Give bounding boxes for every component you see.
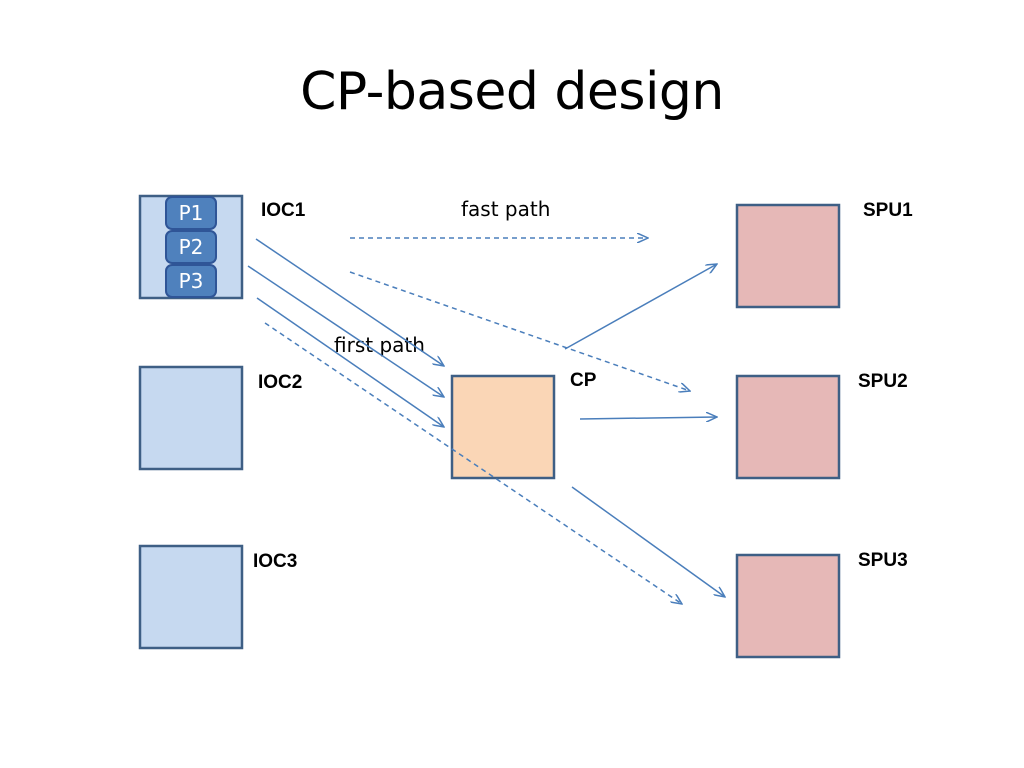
ioc3-box — [138, 544, 244, 650]
process-p1: P1 — [165, 196, 217, 230]
process-p2: P2 — [165, 230, 217, 264]
process-p2-label: P2 — [179, 235, 204, 259]
slide-title: CP-based design — [300, 62, 724, 122]
spu3-box — [735, 553, 841, 659]
process-p3: P3 — [165, 264, 217, 298]
cp-to-spu1-arrow — [564, 264, 717, 350]
spu3-label: SPU3 — [858, 550, 908, 571]
cp-box — [450, 374, 556, 480]
first-path-arrow-3 — [256, 297, 444, 427]
process-p1-label: P1 — [179, 201, 204, 225]
cp-label: CP — [570, 370, 597, 391]
spu2-label: SPU2 — [858, 371, 908, 392]
ioc2-box — [138, 365, 244, 471]
ioc2-label: IOC2 — [258, 372, 302, 393]
spu1-label: SPU1 — [863, 200, 913, 221]
fast-path-label: fast path — [461, 197, 550, 221]
ioc3-label: IOC3 — [253, 551, 297, 572]
process-p3-label: P3 — [179, 269, 204, 293]
first-path-arrow-1 — [255, 238, 444, 366]
fast-path-arrow-spu2 — [349, 271, 690, 391]
cp-to-spu2-arrow — [579, 417, 717, 419]
spu2-box — [735, 374, 841, 480]
cp-to-spu3-arrow — [571, 486, 725, 597]
fast-path-arrow-spu3 — [264, 322, 682, 604]
ioc1-label: IOC1 — [261, 200, 306, 221]
spu1-box — [735, 203, 841, 309]
first-path-arrow-2 — [247, 265, 444, 397]
